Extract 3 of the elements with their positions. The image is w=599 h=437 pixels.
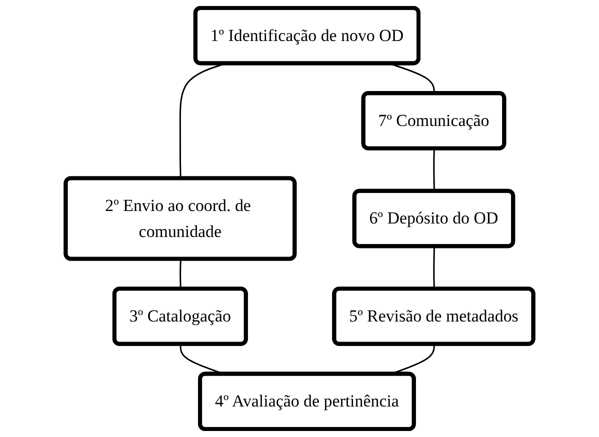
connector xyxy=(433,148,435,192)
connector xyxy=(433,246,435,290)
connector xyxy=(180,259,182,290)
